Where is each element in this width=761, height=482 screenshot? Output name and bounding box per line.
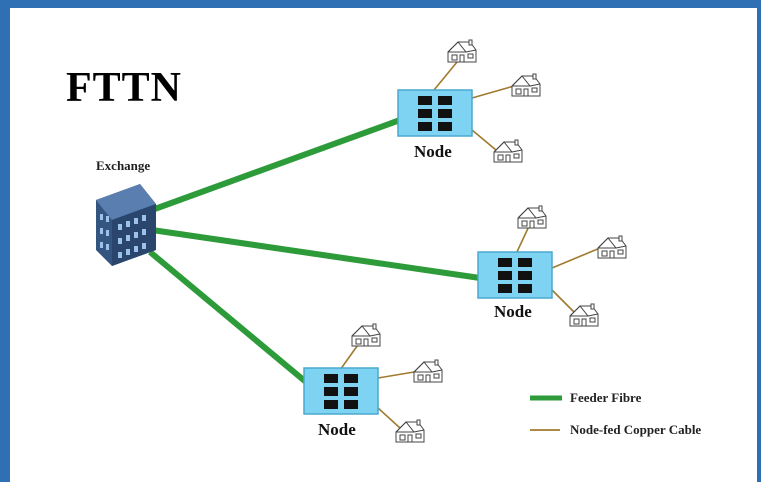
house-icon	[511, 73, 541, 97]
node-label-1: Node	[414, 142, 452, 161]
legend-feeder-label: Feeder Fibre	[570, 390, 642, 405]
house-icon	[447, 39, 477, 63]
feeder-fibre-line-1	[150, 117, 402, 213]
feeder-fibre-line-2	[151, 227, 481, 281]
street-cabinet-icon	[303, 367, 379, 415]
house-icon	[517, 205, 547, 229]
house-icon	[569, 303, 599, 327]
house-icon	[413, 359, 443, 383]
copper-cables-node-3	[339, 341, 415, 429]
legend-copper-label: Node-fed Copper Cable	[570, 422, 702, 437]
house-icon	[493, 139, 523, 163]
copper-cables-node-2	[515, 223, 601, 313]
house-icon	[351, 323, 381, 347]
node-label-3: Node	[318, 420, 356, 439]
office-building-icon	[96, 184, 156, 266]
street-cabinet-icon	[397, 89, 473, 137]
node-label-2: Node	[494, 302, 532, 321]
street-cabinet-icon	[477, 251, 553, 299]
diagram-title: FTTN	[66, 65, 183, 111]
feeder-fibre-line-3	[148, 249, 308, 385]
house-icon	[597, 235, 627, 259]
exchange-label: Exchange	[96, 158, 151, 173]
house-icon	[395, 419, 425, 443]
